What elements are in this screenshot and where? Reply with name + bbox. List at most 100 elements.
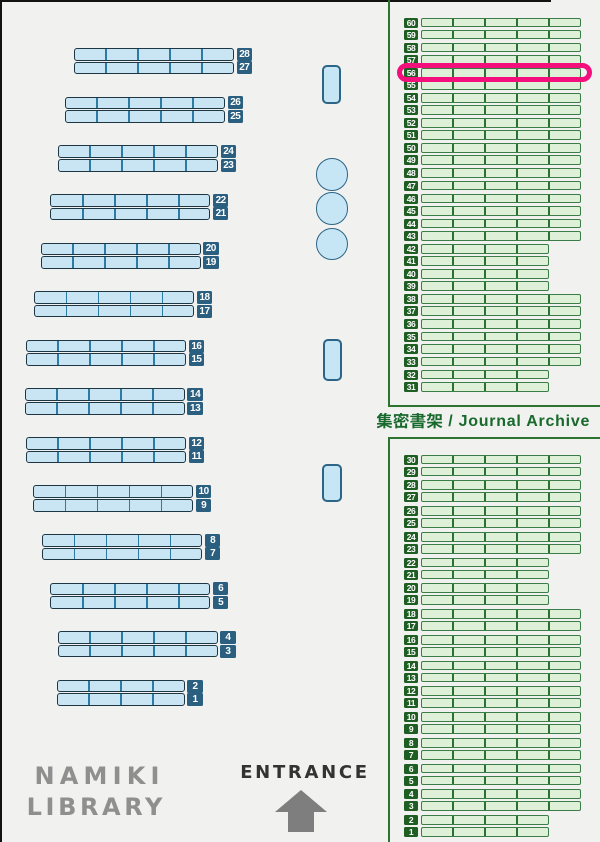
round-table-3 — [315, 227, 349, 261]
stack-number-15: 15 — [188, 353, 205, 367]
archive-shelf-row-58: 58 — [404, 42, 582, 53]
shelf-segment-divider — [452, 332, 454, 341]
archive-number-33: 33 — [404, 356, 418, 367]
shelf-segment-divider — [153, 354, 156, 365]
archive-shelf-row-39: 39 — [404, 281, 549, 292]
shelf-segment-divider — [153, 146, 156, 157]
shelf-segment-divider — [137, 548, 140, 560]
archive-number-45: 45 — [404, 205, 418, 216]
shelf-segment-divider — [484, 106, 486, 114]
shelf-segment-divider — [516, 673, 518, 682]
stack-number-23: 23 — [220, 158, 237, 172]
stack-row-6: 6 — [50, 582, 229, 596]
shelf-segment-divider — [516, 687, 518, 696]
archive-shelf-bar-25 — [420, 518, 582, 528]
shelf-segment-divider — [57, 354, 60, 365]
stack-row-4: 4 — [57, 631, 236, 644]
shelf-segment-divider — [128, 486, 131, 497]
shelf-segment-divider — [120, 632, 123, 643]
shelf-segment-divider — [484, 270, 486, 278]
archive-shelf-bar-43 — [420, 230, 582, 241]
archive-number-29: 29 — [404, 466, 418, 477]
shelf-segment-divider — [484, 647, 486, 656]
shelf-segment-divider — [516, 661, 518, 670]
shelf-segment-divider — [452, 169, 454, 178]
shelf-segment-divider — [516, 816, 518, 824]
archive-shelf-row-34: 34 — [404, 344, 582, 355]
archive-shelf-bar-52 — [420, 118, 582, 128]
archive-shelf-row-15: 15 — [404, 646, 582, 657]
archive-number-28: 28 — [404, 480, 418, 491]
archive-shelf-bar-15 — [420, 646, 582, 657]
shelf-segment-divider — [516, 635, 518, 644]
stack-number-16: 16 — [188, 339, 205, 353]
shelf-segment-divider — [484, 119, 486, 127]
stack-number-11: 11 — [188, 450, 205, 464]
archive-shelf-bar-38 — [420, 294, 582, 304]
shelf-segment-divider — [57, 451, 60, 463]
shelf-segment-divider — [516, 30, 518, 39]
shelf-segment-divider — [516, 776, 518, 785]
shelf-segment-divider — [452, 106, 454, 114]
archive-number-24: 24 — [404, 531, 418, 542]
shelf-segment-divider — [73, 535, 76, 546]
stack-number-24: 24 — [220, 145, 237, 159]
shelf-segment-divider — [516, 764, 518, 773]
shelf-segment-divider — [548, 725, 550, 733]
stack-row-7: 7 — [42, 547, 221, 561]
stack-number-2: 2 — [187, 679, 203, 693]
shelf-segment-divider — [484, 332, 486, 341]
archive-number-26: 26 — [404, 506, 418, 516]
archive-shelf-row-13: 13 — [404, 672, 582, 683]
stack-row-16: 16 — [26, 339, 205, 353]
archive-shelf-row-33: 33 — [404, 356, 582, 367]
stack-row-3: 3 — [57, 644, 236, 658]
stack-number-8: 8 — [204, 533, 221, 547]
shelf-segment-divider — [484, 206, 486, 215]
archive-shelf-bar-44 — [420, 218, 582, 229]
shelf-segment-divider — [452, 68, 454, 77]
journal-archive-lower-box — [388, 437, 600, 842]
shelf-segment-divider — [548, 481, 550, 490]
archive-shelf-row-20: 20 — [404, 583, 549, 594]
archive-number-22: 22 — [404, 557, 418, 568]
archive-shelf-bar-33 — [420, 356, 582, 367]
shelf-segment-divider — [452, 673, 454, 682]
shelf-segment-divider — [120, 402, 122, 414]
archive-number-23: 23 — [404, 543, 418, 554]
archive-number-36: 36 — [404, 319, 418, 330]
shelf-segment-divider — [81, 597, 84, 608]
shelf-segment-divider — [153, 340, 156, 352]
archive-number-27: 27 — [404, 492, 418, 503]
archive-shelf-bar-47 — [420, 180, 582, 191]
stack-shelf-bar-8 — [42, 534, 203, 547]
stack-number-7: 7 — [204, 547, 221, 561]
stack-row-11: 11 — [26, 450, 205, 464]
shelf-segment-divider — [105, 49, 108, 60]
archive-shelf-bar-26 — [420, 506, 582, 516]
shelf-segment-divider — [516, 320, 518, 329]
shelf-segment-divider — [548, 802, 550, 811]
stack-row-12: 12 — [26, 436, 205, 450]
archive-number-55: 55 — [404, 80, 418, 90]
shelf-segment-divider — [113, 583, 116, 595]
archive-shelf-row-47: 47 — [404, 180, 582, 191]
shelf-segment-divider — [153, 159, 156, 171]
archive-shelf-bar-40 — [420, 269, 549, 279]
shelf-segment-divider — [153, 438, 156, 449]
shelf-segment-divider — [152, 680, 154, 692]
archive-number-21: 21 — [404, 569, 418, 580]
archive-shelf-row-25: 25 — [404, 518, 582, 528]
stack-shelf-bar-25 — [65, 110, 225, 123]
shelf-segment-divider — [484, 558, 486, 567]
shelf-segment-divider — [113, 195, 116, 206]
archive-number-34: 34 — [404, 344, 418, 355]
stack-row-13: 13 — [24, 401, 203, 415]
shelf-segment-divider — [548, 119, 550, 127]
shelf-segment-divider — [452, 493, 454, 502]
stack-row-9: 9 — [33, 498, 212, 512]
